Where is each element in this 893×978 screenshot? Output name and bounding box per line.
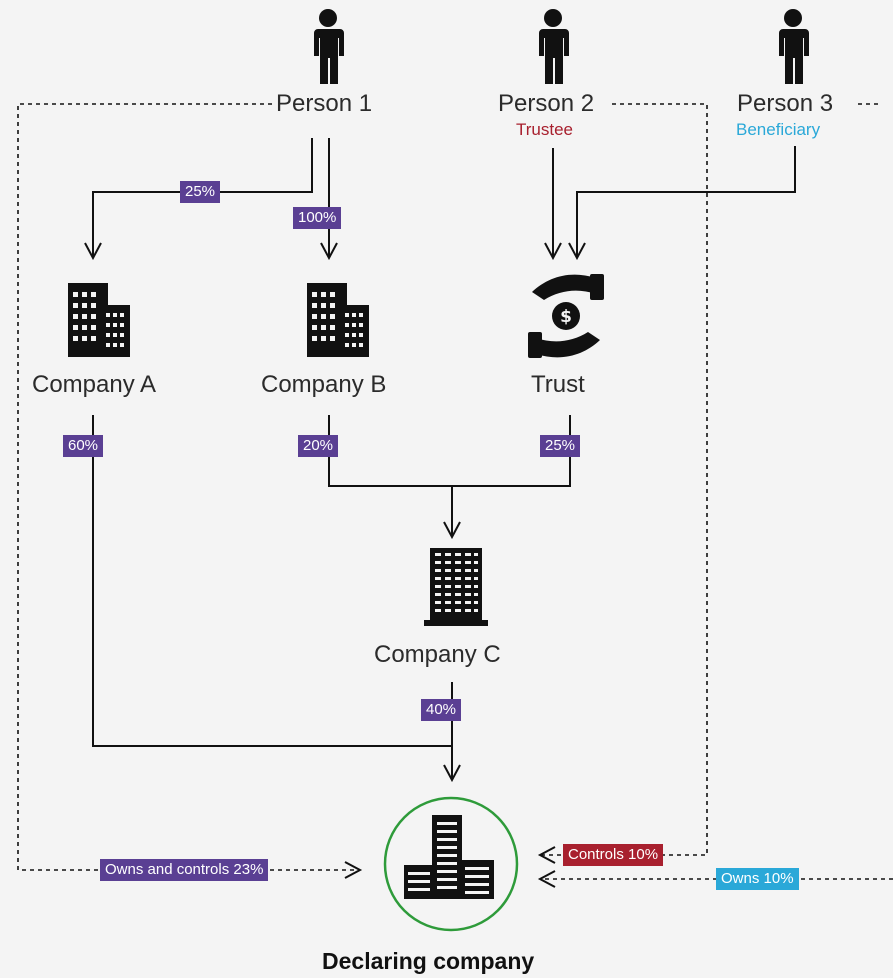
edge-p3-trust xyxy=(568,146,796,261)
company-c-label: Company C xyxy=(374,641,501,668)
person-3-icon xyxy=(779,9,809,84)
person-3-role: Beneficiary xyxy=(736,120,821,139)
person-1-icon xyxy=(314,9,344,84)
ownership-tag-company-c-declaring: 40% xyxy=(421,699,462,721)
edge-company-b-trust-join xyxy=(328,415,571,487)
trust-label: Trust xyxy=(531,371,585,398)
ownership-tag-company-b-company-c: 20% xyxy=(298,435,339,457)
company-a-label: Company A xyxy=(32,371,157,398)
ownership-tag-trust-company-c: 25% xyxy=(540,435,581,457)
ownership-tag-p1-company-a: 25% xyxy=(180,181,221,203)
company-a-icon xyxy=(68,283,130,357)
person-3-label: Person 3 xyxy=(737,90,834,117)
company-b-icon xyxy=(307,283,369,357)
ownership-tag-company-a-declaring: 60% xyxy=(63,435,104,457)
person-2-label: Person 2 xyxy=(498,90,595,117)
declaring-company-ring xyxy=(383,796,519,932)
person-1-label: Person 1 xyxy=(276,90,373,117)
relation-tag-person-2: Controls 10% xyxy=(563,844,664,866)
tower-building-icon xyxy=(424,548,488,626)
svg-text:$: $ xyxy=(560,307,572,327)
ownership-tag-p1-company-b: 100% xyxy=(293,207,342,229)
declaring-company-icon xyxy=(404,815,494,899)
person-2-role: Trustee xyxy=(516,120,574,139)
relation-tag-person-1: Owns and controls 23% xyxy=(100,859,269,881)
company-b-label: Company B xyxy=(261,371,387,398)
edge-company-a-declaring xyxy=(92,415,452,747)
ownership-connectors xyxy=(84,138,796,783)
edge-p2-declaring xyxy=(537,103,708,864)
hands-money-icon: $ xyxy=(528,274,604,358)
person-2-icon xyxy=(539,9,569,84)
relation-tag-person-3: Owns 10% xyxy=(716,868,799,890)
declaring-company-label: Declaring company xyxy=(322,948,535,974)
relation-connectors xyxy=(17,103,893,888)
